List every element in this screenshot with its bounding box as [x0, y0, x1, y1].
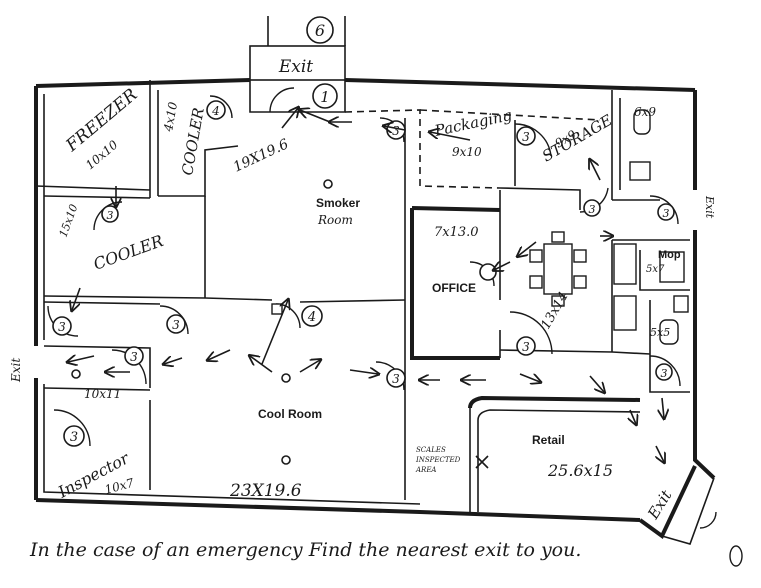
cooler-4x10-label: COOLER — [178, 106, 208, 176]
break-room-size: 13x14 — [538, 289, 571, 332]
smoker-room-label: Smoker — [316, 196, 360, 210]
exit-number-1-marker — [312, 83, 338, 109]
mop-label: Mop — [658, 249, 681, 261]
cooler-15x10-size: 15x10 — [57, 202, 81, 239]
svg-text:3: 3 — [663, 207, 670, 220]
svg-text:3: 3 — [522, 130, 530, 144]
office-label: OFFICE — [432, 281, 476, 295]
svg-text:3: 3 — [661, 367, 668, 380]
mop-size: 5x7 — [646, 264, 665, 275]
packaging-size: 9x10 — [452, 145, 482, 159]
right-exit-label: Exit — [703, 195, 716, 219]
doors: 4 3 3 3 3 3 4 3 3 3 3 — [47, 95, 681, 447]
left-exit-label: Exit — [9, 358, 23, 383]
scales-area-line2: INSPECTED — [415, 456, 461, 464]
svg-text:3: 3 — [58, 320, 66, 334]
toilet-small — [659, 319, 679, 345]
exit-number-inner: 1 — [320, 88, 330, 106]
exit-number-6-marker — [306, 16, 334, 44]
svg-text:3: 3 — [70, 430, 78, 445]
vestibule-size: 10x11 — [84, 387, 121, 401]
interior-walls — [35, 80, 715, 545]
page-mark — [729, 545, 743, 567]
restroom-small-size: 5x5 — [650, 326, 670, 339]
mop-sink — [659, 251, 685, 283]
cool-room-label: Cool Room — [258, 407, 322, 421]
svg-text:3: 3 — [522, 340, 530, 354]
cool-room-size: 23X19.6 — [229, 481, 302, 501]
office-size: 7x13.0 — [434, 225, 479, 240]
smoker-room-label-2: Room — [317, 213, 353, 227]
double-sink — [613, 295, 637, 331]
svg-text:3: 3 — [172, 318, 180, 332]
top-exit-label: Exit — [278, 57, 313, 77]
svg-text:3: 3 — [107, 209, 114, 222]
svg-text:3: 3 — [392, 372, 400, 386]
scales-area-line3: AREA — [415, 466, 437, 474]
counter — [613, 243, 637, 285]
svg-text:4: 4 — [211, 104, 220, 118]
smoker-room-size: 19X19.6 — [231, 136, 291, 175]
break-table — [543, 243, 573, 295]
top-exit: 6 1 Exit — [249, 16, 346, 113]
retail-label: Retail — [532, 433, 565, 447]
sink-top — [629, 161, 651, 181]
evacuation-arrows — [68, 108, 664, 462]
emergency-note: In the case of an emergency Find the nea… — [29, 539, 581, 561]
cooler-15x10-label: COOLER — [91, 231, 166, 274]
cooler-4x10-size: 4x10 — [161, 101, 180, 134]
restroom-top-size: 6x9 — [634, 105, 656, 119]
scales-area-line1: SCALES — [416, 446, 446, 454]
svg-text:3: 3 — [392, 124, 400, 138]
svg-text:3: 3 — [589, 203, 596, 216]
svg-text:3: 3 — [130, 350, 138, 364]
exit-number-outer: 6 — [315, 21, 325, 40]
sink-small — [673, 295, 689, 313]
retail-size: 25.6x15 — [547, 461, 613, 480]
svg-text:4: 4 — [307, 310, 316, 325]
fixtures — [529, 109, 689, 345]
toilet-top — [633, 109, 651, 135]
exterior-walls — [34, 78, 716, 522]
room-labels: FREEZER 10x10 4x10 COOLER 15x10 COOLER 1… — [54, 85, 681, 502]
top-exit-door-swing — [269, 87, 295, 113]
